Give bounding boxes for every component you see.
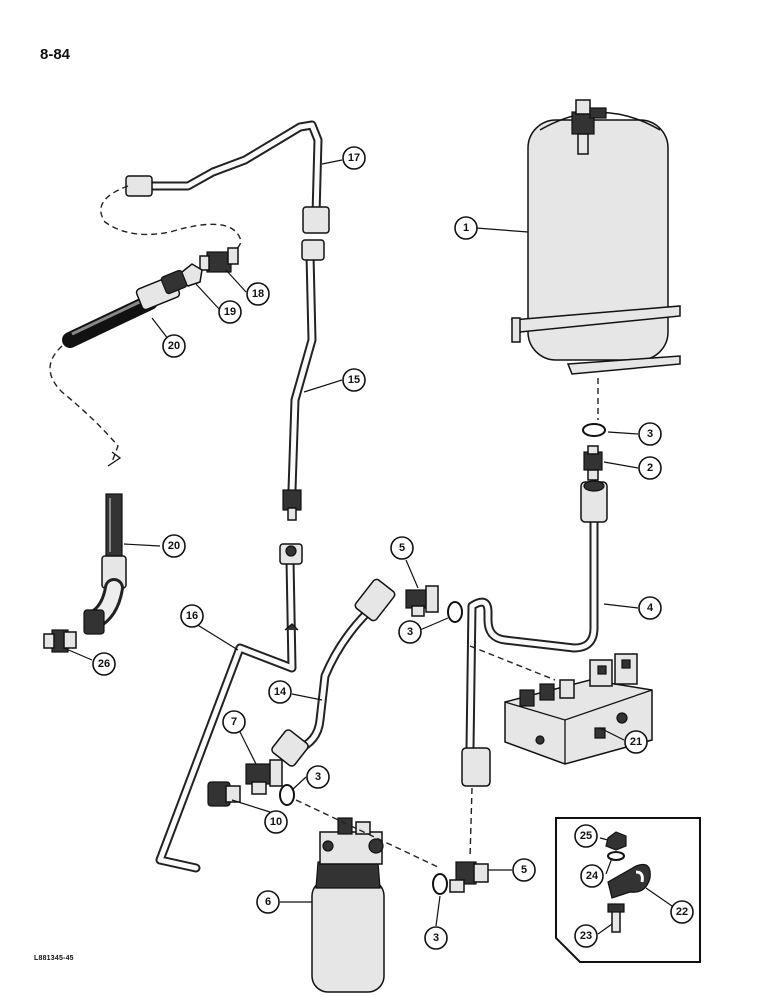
svg-text:2: 2 [647, 462, 653, 474]
callout-5: 5 [390, 536, 414, 560]
callout-19: 19 [218, 300, 242, 324]
break-mark [107, 451, 122, 467]
hose-dash-top [100, 185, 242, 257]
callout-15: 15 [342, 368, 366, 392]
valve-dash [469, 645, 556, 681]
o-ring-3b [447, 601, 463, 623]
svg-text:1: 1 [463, 222, 469, 234]
tube-17 [125, 120, 330, 234]
tube-15 [282, 239, 325, 521]
callout-22: 22 [670, 900, 694, 924]
callout-18: 18 [246, 282, 270, 306]
tube-16 [155, 543, 303, 873]
callout-23: 23 [574, 924, 598, 948]
elbow-fitting-5a [405, 585, 439, 617]
svg-text:26: 26 [98, 658, 110, 670]
svg-text:3: 3 [433, 932, 439, 944]
svg-text:25: 25 [580, 830, 592, 842]
svg-text:15: 15 [348, 374, 360, 386]
fitting-2 [583, 445, 603, 481]
valve-block-21 [504, 653, 653, 765]
svg-text:7: 7 [231, 716, 237, 728]
svg-text:18: 18 [252, 288, 264, 300]
tee-fitting-7 [245, 759, 283, 795]
o-ring-3a [582, 423, 606, 437]
svg-text:22: 22 [676, 906, 688, 918]
svg-text:4: 4 [647, 602, 654, 614]
callout-21: 21 [624, 730, 648, 754]
callout-26: 26 [92, 652, 116, 676]
callout-14: 14 [268, 680, 292, 704]
svg-text:3: 3 [647, 428, 653, 440]
callout-7: 7 [222, 710, 246, 734]
callout-10: 10 [264, 810, 288, 834]
callout-24: 24 [580, 864, 604, 888]
tube-14 [271, 578, 396, 767]
callout-2: 2 [638, 456, 662, 480]
leader-lines [63, 159, 673, 935]
callout-6: 6 [256, 890, 280, 914]
svg-text:6: 6 [265, 896, 271, 908]
hose-4 [461, 480, 608, 787]
callout-25: 25 [574, 824, 598, 848]
reservoir-tank [510, 99, 681, 375]
document-code: L881345-45 [34, 955, 74, 962]
svg-text:5: 5 [521, 864, 527, 876]
filter-6 [311, 817, 385, 993]
callout-3: 3 [424, 926, 448, 950]
callout-3: 3 [398, 620, 422, 644]
callout-20: 20 [162, 534, 186, 558]
svg-text:17: 17 [348, 152, 360, 164]
svg-text:20: 20 [168, 340, 180, 352]
callout-1: 1 [454, 216, 478, 240]
callout-16: 16 [180, 604, 204, 628]
svg-text:14: 14 [274, 686, 287, 698]
svg-text:21: 21 [630, 736, 642, 748]
svg-text:3: 3 [315, 771, 321, 783]
adapter-10 [207, 781, 241, 807]
o-ring-3c [279, 784, 295, 806]
hose-20-upper [62, 269, 188, 348]
callout-3: 3 [638, 422, 662, 446]
callout-4: 4 [638, 596, 662, 620]
o-ring-3d [432, 873, 448, 895]
svg-text:10: 10 [270, 816, 282, 828]
hose4-dash [469, 787, 473, 859]
callout-20: 20 [162, 334, 186, 358]
svg-text:3: 3 [407, 626, 413, 638]
svg-text:24: 24 [586, 870, 599, 882]
callout-3: 3 [306, 765, 330, 789]
svg-text:5: 5 [399, 542, 405, 554]
page-number: 8-84 [40, 46, 71, 63]
elbow-fitting-5b [449, 861, 489, 893]
hose-dash-left [49, 345, 119, 463]
svg-text:23: 23 [580, 930, 592, 942]
svg-text:19: 19 [224, 306, 236, 318]
svg-text:20: 20 [168, 540, 180, 552]
callout-17: 17 [342, 146, 366, 170]
svg-text:16: 16 [186, 610, 198, 622]
filter-dash [295, 799, 441, 869]
callout-5: 5 [512, 858, 536, 882]
hose-20-lower [83, 493, 127, 635]
fitting-18 [199, 247, 239, 273]
tee-fitting-26 [43, 629, 77, 653]
